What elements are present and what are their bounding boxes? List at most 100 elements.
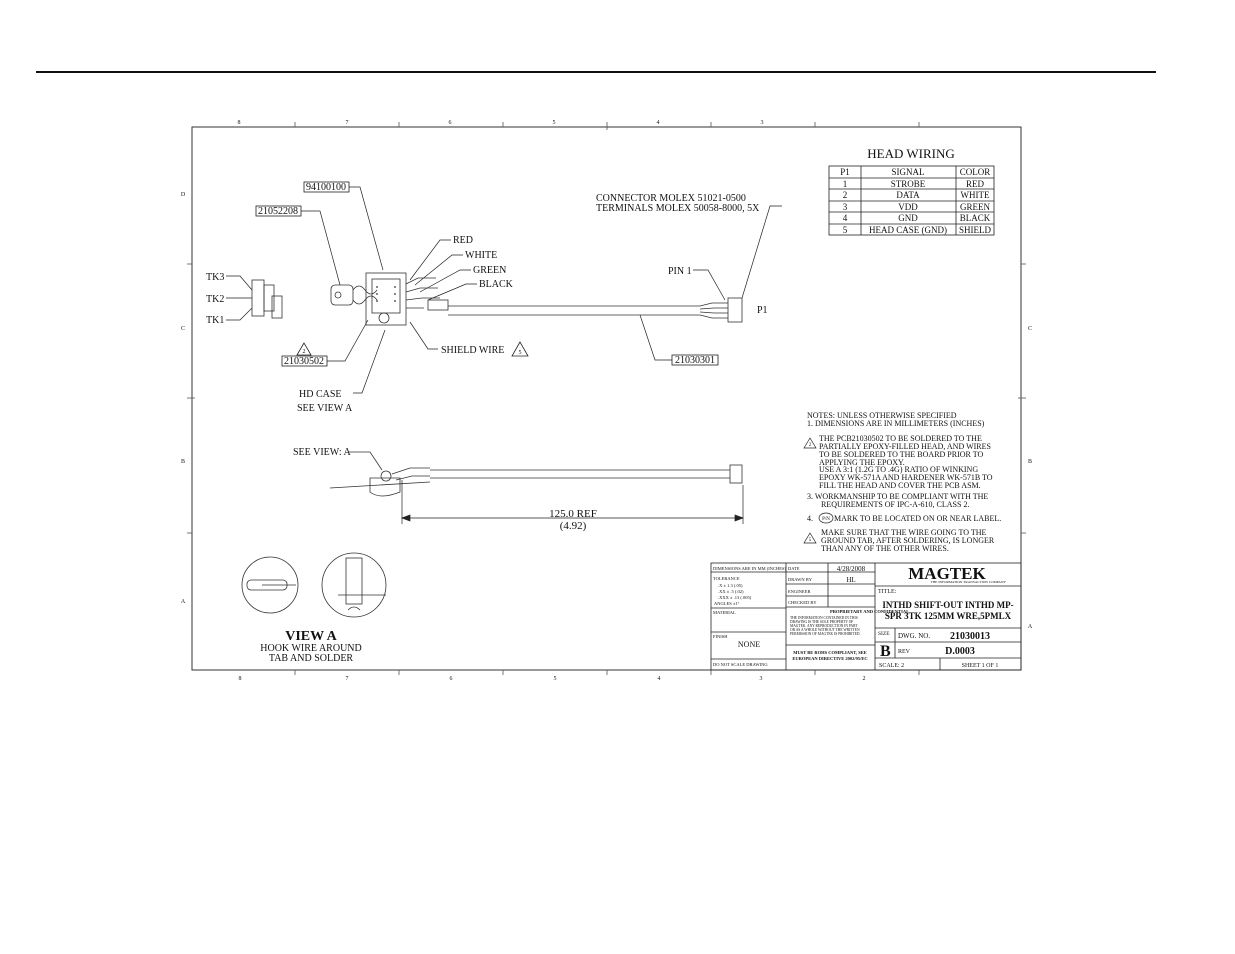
note-5-flag [803, 532, 817, 544]
dim-ref-mm: 125.0 REF [549, 508, 597, 520]
dim-ref-in: (4.92) [560, 520, 587, 532]
note-2-line-4: APPLYING THE EPOXY. [819, 458, 905, 467]
head-assembly-top [251, 272, 449, 326]
tb-finish-label: FINISH [713, 634, 728, 639]
hw-row5-signal: HEAD CASE (GND) [869, 225, 947, 235]
tb-dim-header: DIMENSIONS ARE IN MM (INCHES) [713, 566, 787, 571]
view-a-title: VIEW A [285, 629, 337, 644]
hw-row4-signal: GND [898, 213, 918, 223]
note-4-pn-badge [818, 512, 834, 524]
hw-row1-signal: STROBE [891, 179, 926, 189]
hw-row1-color: RED [966, 179, 985, 189]
note-1: 1. DIMENSIONS ARE IN MILLIMETERS (INCHES… [807, 419, 985, 428]
hw-row2-p1: 2 [843, 190, 848, 200]
tb-dwg-label: DWG. NO. [898, 632, 930, 640]
view-a-line-2: TAB AND SOLDER [269, 653, 354, 664]
tb-company-logo: MAGTEK [908, 564, 986, 583]
note-2-line-2: PARTIALLY EPOXY-FILLED HEAD, AND WIRES [819, 442, 991, 451]
zone-ticks [187, 122, 1026, 675]
tb-date-label: DATE [788, 566, 800, 571]
tb-title-line-2: SPR 3TK 125MM WRE,5PMLX [885, 611, 1012, 621]
note-2-line-5: USE A 3:1 (1.2G TO .4G) RATIO OF WINKING [819, 465, 978, 474]
hw-row3-p1: 3 [843, 202, 848, 212]
hw-row3-signal: VDD [898, 202, 918, 212]
zone-right-b: B [1028, 459, 1032, 465]
note-2-line-1: THE PCB21030502 TO BE SOLDERED TO THE [819, 434, 982, 443]
tb-checked-label: CHECKED BY [788, 600, 817, 605]
tb-do-not-scale: DO NOT SCALE DRAWING [713, 662, 768, 667]
tb-rev-label: REV [898, 649, 911, 655]
view-a-line-1: HOOK WIRE AROUND [260, 643, 361, 654]
tb-size-value: B [880, 643, 891, 660]
flag-2-label: 2 [303, 349, 306, 355]
connector-line-1: CONNECTOR MOLEX 51021-0500 [596, 193, 746, 204]
note-3-line-2: REQUIREMENTS OF IPC-A-610, CLASS 2. [821, 500, 969, 509]
zone-bottom-2: 2 [863, 676, 866, 682]
hw-header-color: COLOR [960, 167, 991, 177]
zone-top-6: 6 [449, 120, 452, 126]
zone-top-4: 4 [657, 120, 660, 126]
notes-block: NOTES: UNLESS OTHERWISE SPECIFIED 1. DIM… [803, 411, 1001, 553]
tb-sheet: SHEET 1 OF 1 [962, 663, 999, 669]
flag-triangle-5 [511, 341, 529, 357]
zone-left-b: B [181, 459, 185, 465]
head-wiring-title: HEAD WIRING [867, 146, 955, 161]
side-view [329, 451, 743, 497]
hw-row1-p1: 1 [843, 179, 848, 189]
note-5-line-1: MAKE SURE THAT THE WIRE GOING TO THE [821, 528, 987, 537]
zone-left-d: D [181, 192, 186, 198]
page-header-rule [36, 71, 1156, 73]
tb-material-label: MATERIAL [713, 610, 736, 615]
hw-row5-color: SHIELD [959, 225, 991, 235]
zone-bottom-7: 7 [346, 676, 349, 682]
label-wire-black: BLACK [479, 279, 514, 290]
note-2-line-3: TO BE SOLDERED TO THE BOARD PRIOR TO [819, 450, 983, 459]
part-label-21052208: 21052208 [258, 206, 298, 217]
flag-5-label: 5 [519, 350, 522, 356]
part-label-94100100: 94100100 [306, 182, 346, 193]
tb-dwg-value: 21030013 [950, 631, 990, 642]
flag-triangle-2 [296, 342, 312, 356]
view-a-detail [241, 552, 387, 618]
tb-tol-xxx: .XXX ± .13 (.005) [718, 595, 752, 600]
head-wiring-table [828, 165, 995, 236]
label-p1: P1 [757, 305, 768, 316]
tb-proprietary: PROPRIETARY AND CONFIDENTIAL [830, 609, 909, 614]
note-4-pn-label: P/N [822, 517, 830, 522]
title-block [710, 562, 1022, 671]
tb-prop-line-1: THE INFORMATION CONTAINED IN THIS [790, 616, 858, 620]
tb-angles: ANGLES ±1° [714, 601, 740, 606]
tb-prop-line-2: DRAWING IS THE SOLE PROPERTY OF [790, 620, 853, 624]
zone-top-5: 5 [553, 120, 556, 126]
label-pin1: PIN 1 [668, 266, 692, 277]
tb-rohs-line-2: EUROPEAN DIRECTIVE 2002/95/EC [792, 656, 867, 661]
label-wire-green: GREEN [473, 265, 506, 276]
tb-tolerance: TOLERANCE [713, 576, 740, 581]
tb-size-label: SIZE [878, 631, 890, 637]
note-2-flag [803, 437, 817, 449]
note-5-line-2: GROUND TAB, AFTER SOLDERING, IS LONGER [821, 536, 995, 545]
cable-top [448, 297, 743, 323]
tb-company-sub: THE INFORMATION TRANSACTION COMPANY [931, 580, 1007, 584]
tb-engineer-label: ENGINEER [788, 589, 811, 594]
tb-scale: SCALE: 2 [879, 663, 904, 669]
tb-prop-line-3: MAGTEK. ANY REPRODUCTION IN PART [790, 624, 858, 628]
note-2-flag-label: 2 [809, 443, 812, 448]
tb-drawn-label: DRAWN BY [788, 577, 813, 582]
tb-tol-x: .X ± 1.3 (.05) [718, 583, 743, 588]
zone-right-c: C [1028, 326, 1032, 332]
note-5-flag-label: 5 [809, 538, 812, 543]
label-wire-white: WHITE [465, 250, 497, 261]
note-2-line-6: EPOXY WK-571A AND HARDENER WK-571B TO [819, 473, 993, 482]
zone-left-c: C [181, 326, 185, 332]
note-3-line-1: 3. WORKMANSHIP TO BE COMPLIANT WITH THE [807, 492, 988, 501]
tb-rohs-line-1: MUST BE ROHS COMPLIANT, SEE [793, 650, 866, 655]
part-label-21030301: 21030301 [675, 355, 715, 366]
tb-prop-line-4: OR AS A WHOLE WITHOUT THE WRITTEN [790, 628, 860, 632]
zone-top-8: 8 [238, 120, 241, 126]
hw-row2-color: WHITE [961, 190, 990, 200]
hw-row5-p1: 5 [843, 225, 848, 235]
zone-bottom-3: 3 [760, 676, 763, 682]
tb-tol-xx: .XX ± .5 (.02) [718, 589, 744, 594]
